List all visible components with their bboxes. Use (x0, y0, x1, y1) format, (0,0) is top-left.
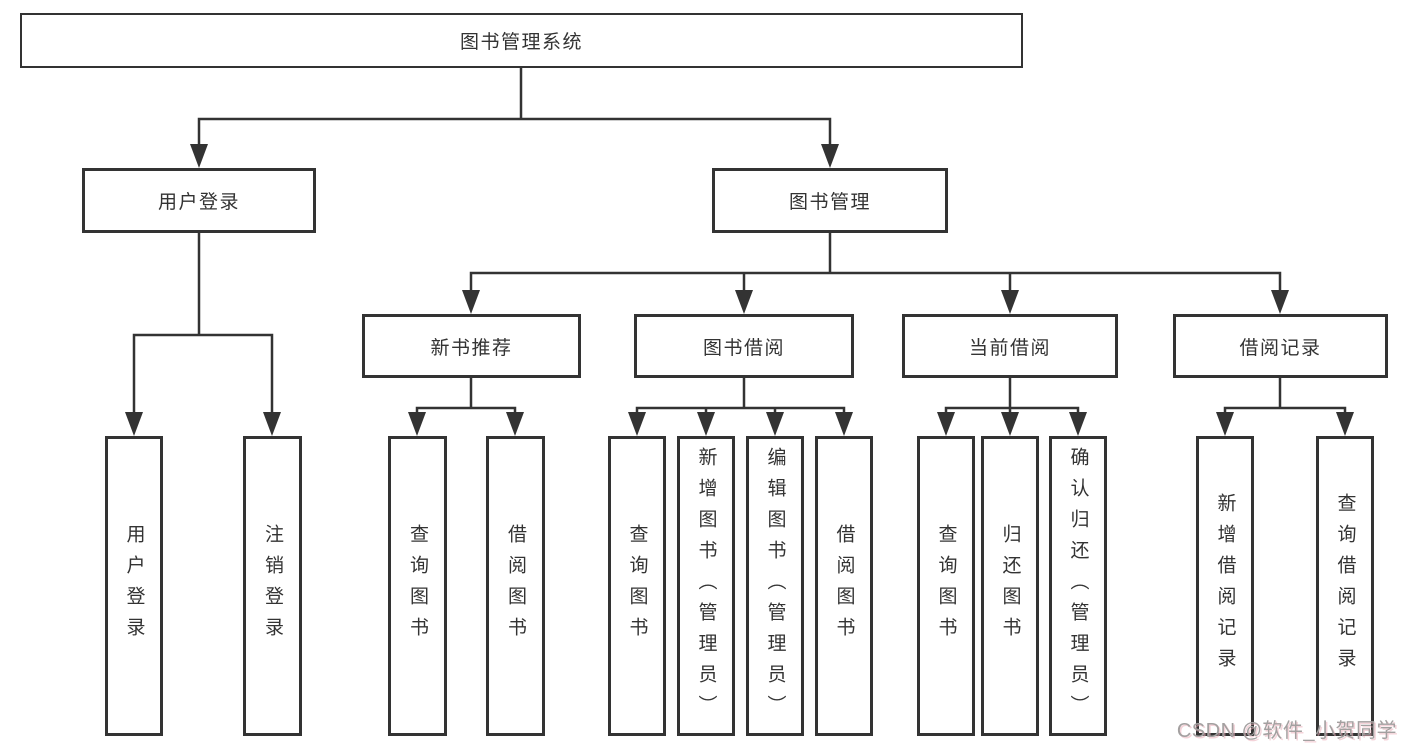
connector-root-to-level2 (197, 66, 832, 148)
node-label: 查询图书 (935, 524, 957, 648)
node-label: 图书管理系统 (459, 32, 583, 53)
arrow-down-icon (506, 412, 524, 436)
node-label: 查询图书 (626, 524, 648, 648)
arrow-down-icon (1001, 290, 1019, 314)
csdn-watermark: CSDN @软件_小贺同学 (1176, 720, 1397, 742)
connector-book-borrow-to-leaves (635, 376, 846, 416)
leaf-borrow-book: 借阅图书 (815, 436, 873, 736)
leaf-borrow-book-recommend: 借阅图书 (486, 436, 545, 736)
node-label: 编辑图书（管理员） (764, 446, 786, 726)
leaf-return-book: 归还图书 (981, 436, 1039, 736)
leaf-confirm-return-admin: 确认归还（管理员） (1049, 436, 1107, 736)
arrow-down-icon (263, 412, 281, 436)
node-label: 图书管理 (788, 192, 871, 213)
node-borrow-records: 借阅记录 (1173, 314, 1388, 378)
node-label: 确认归还（管理员） (1067, 446, 1089, 726)
connector-new-book-to-leaves (415, 376, 517, 416)
node-label: 新书推荐 (430, 337, 513, 359)
leaf-add-book-admin: 新增图书（管理员） (677, 436, 735, 736)
connector-borrow-records-to-leaves (1223, 376, 1347, 416)
arrow-down-icon (125, 412, 143, 436)
arrow-down-icon (937, 412, 955, 436)
arrow-down-icon (835, 412, 853, 436)
arrow-down-icon (821, 144, 839, 168)
node-label: 借阅图书 (833, 524, 855, 648)
arrow-down-icon (697, 412, 715, 436)
node-label: 查询借阅记录 (1334, 493, 1356, 679)
node-label: 借阅图书 (505, 524, 526, 648)
arrow-down-icon (766, 412, 784, 436)
leaf-add-borrow-record: 新增借阅记录 (1196, 436, 1254, 736)
connector-current-borrow-to-leaves (944, 376, 1080, 416)
node-label: 查询图书 (407, 524, 428, 648)
node-label: 注销登录 (262, 524, 283, 648)
arrow-down-icon (1069, 412, 1087, 436)
node-user-login: 用户登录 (82, 168, 316, 233)
leaf-edit-book-admin: 编辑图书（管理员） (746, 436, 804, 736)
connector-user-login-to-leaves (132, 231, 274, 416)
node-library-system: 图书管理系统 (20, 13, 1023, 68)
leaf-query-borrow-record: 查询借阅记录 (1316, 436, 1374, 736)
arrow-down-icon (735, 290, 753, 314)
leaf-logout: 注销登录 (243, 436, 302, 736)
node-label: 图书借阅 (702, 337, 785, 359)
leaf-query-books-recommend: 查询图书 (388, 436, 447, 736)
connector-book-management-to-level3 (469, 231, 1282, 294)
node-label: 新增图书（管理员） (695, 446, 717, 726)
node-book-borrow: 图书借阅 (634, 314, 854, 378)
node-new-book-recommend: 新书推荐 (362, 314, 581, 378)
node-label: 新增借阅记录 (1214, 493, 1236, 679)
arrow-down-icon (190, 144, 208, 168)
leaf-query-books-current: 查询图书 (917, 436, 975, 736)
arrow-down-icon (408, 412, 426, 436)
arrow-down-icon (462, 290, 480, 314)
node-book-management: 图书管理 (712, 168, 948, 233)
arrow-down-icon (628, 412, 646, 436)
arrow-down-icon (1336, 412, 1354, 436)
arrow-down-icon (1216, 412, 1234, 436)
node-label: 归还图书 (999, 524, 1021, 648)
leaf-user-login: 用户登录 (105, 436, 163, 736)
node-label: 借阅记录 (1239, 337, 1322, 359)
node-label: 用户登录 (157, 192, 240, 213)
node-current-borrow: 当前借阅 (902, 314, 1118, 378)
node-label: 当前借阅 (968, 337, 1051, 359)
arrow-down-icon (1001, 412, 1019, 436)
node-label: 用户登录 (123, 524, 145, 648)
leaf-query-books-borrow: 查询图书 (608, 436, 666, 736)
arrow-down-icon (1271, 290, 1289, 314)
